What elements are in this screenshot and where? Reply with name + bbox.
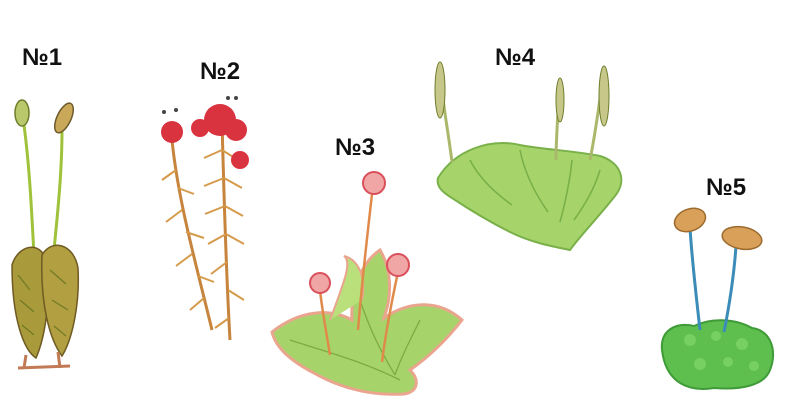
plant-1-leafy-shoots: [11, 244, 80, 370]
plant-3-receptacles: [309, 171, 410, 294]
plant-3-thallus: [270, 247, 465, 396]
label-plant-1: №1: [22, 44, 63, 71]
plant-4-thallus: [436, 142, 623, 252]
plant-5-cushion: [660, 319, 775, 390]
plant-2-branches: [161, 149, 245, 329]
plant-2-capsule-dots: [162, 96, 238, 114]
label-plant-3: №3: [335, 134, 376, 161]
label-plant-2: №2: [200, 58, 241, 85]
plant-1-capsules: [14, 99, 75, 134]
label-plant-5: №5: [706, 174, 747, 201]
plant-5-capsules: [673, 207, 763, 251]
plant-3-stalks: [318, 193, 400, 363]
label-plant-4: №4: [495, 44, 536, 71]
plant-1-stalks: [22, 124, 64, 256]
plant-5-setae: [688, 227, 738, 333]
plant-2-capitula: [161, 104, 249, 169]
plant-4-capsules: [434, 61, 610, 127]
